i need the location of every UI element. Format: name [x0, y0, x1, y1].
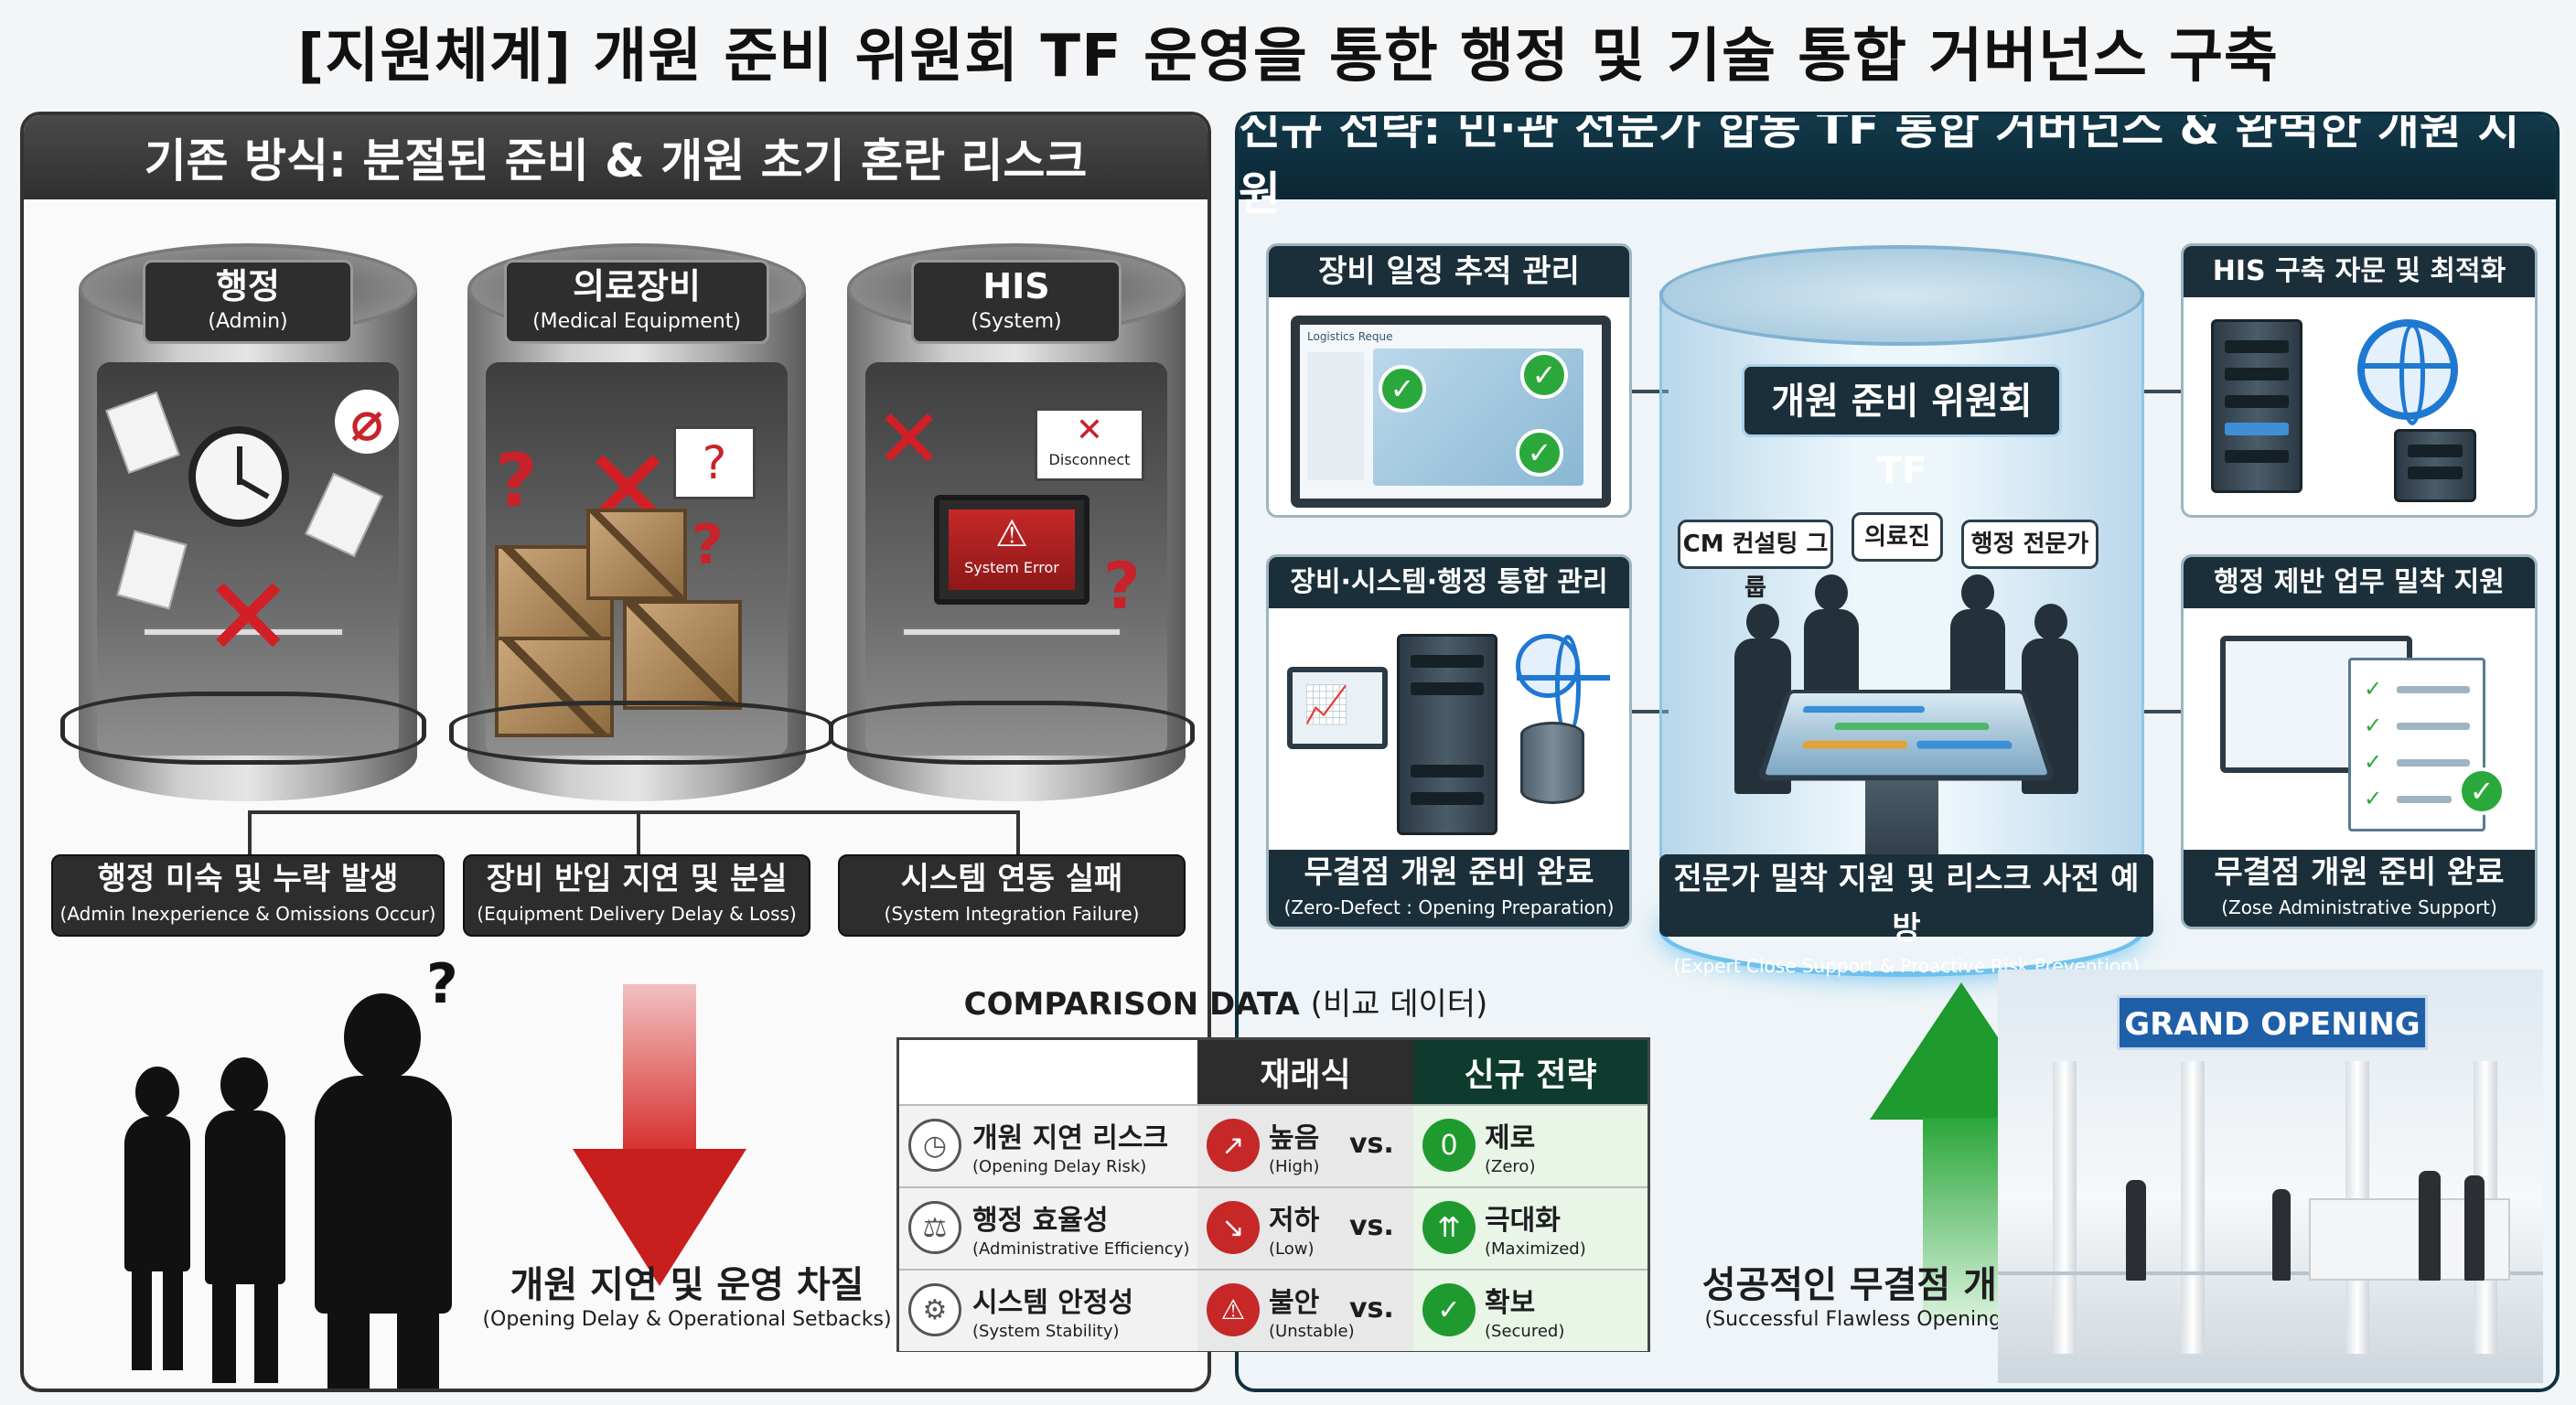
scale-icon: ⚖	[908, 1201, 961, 1254]
question-mark-icon: ?	[495, 438, 538, 523]
broken-clock-icon: ⌀	[335, 390, 399, 454]
comparison-table: 재래식 신규 전략 ◷ 개원 지연 리스크 (Opening Delay Ris…	[896, 1037, 1650, 1352]
x-mark-icon: ✕	[202, 554, 295, 681]
error-monitor: ⚠ System Error	[934, 495, 1089, 605]
rising-chart-icon: ↗	[1207, 1119, 1260, 1172]
equipment-crate	[623, 600, 742, 710]
clock-icon: ◷	[908, 1119, 961, 1172]
risk-equipment-delay: 장비 반입 지연 및 분실 (Equipment Delivery Delay …	[463, 854, 810, 937]
tf-label: 개원 준비 위원회 TF	[1742, 364, 2062, 492]
chart-monitor: 📈	[1287, 667, 1388, 749]
network-icon	[1516, 634, 1610, 737]
legacy-outcome: 개원 지연 및 운영 차질 (Opening Delay & Operation…	[482, 1264, 892, 1331]
silo-medical-equipment: 의료장비 (Medical Equipment) ? ✕ ? ?	[449, 243, 833, 829]
hospital-lobby-image: GRAND OPENING	[1998, 970, 2543, 1383]
tracking-laptop: Logistics Reque	[1291, 316, 1611, 508]
page-title: [지원체계] 개원 준비 위원회 TF 운영을 통한 행정 및 기술 통합 거버…	[297, 23, 2279, 91]
table-row: ⚖ 행정 효율성 (Administrative Efficiency) ↘ 저…	[899, 1186, 1648, 1269]
legacy-panel-header: 기존 방식: 분절된 준비 & 개원 초기 혼란 리스크	[24, 115, 1208, 199]
smart-touch-table	[1756, 689, 2056, 781]
disconnect-sign: ✕ Disconnect	[1035, 408, 1144, 481]
silo-his: HIS (System) ✕ ✕ Disconnect ⚠ System Err…	[829, 243, 1195, 829]
x-mark-icon: ✕	[875, 391, 944, 488]
table-row: ⚙ 시스템 안정성 (System Stability) ⚠ 불안 (Unsta…	[899, 1269, 1648, 1351]
silo-his-label: HIS (System)	[911, 260, 1122, 344]
zero-icon: 0	[1422, 1119, 1476, 1172]
table-row: ◷ 개원 지연 리스크 (Opening Delay Risk) ↗ 높음 (H…	[899, 1104, 1648, 1186]
new-strategy-header: 신규 전략: 민·관 전문가 합동 TF 통합 거버넌스 & 완벽한 개원 지원	[1239, 115, 2556, 220]
check-icon: ✓	[1520, 351, 1568, 399]
equipment-crate	[586, 509, 687, 600]
card-his-consulting: HIS 구축 자문 및 최적화	[2181, 243, 2538, 518]
down-arrow-icon	[573, 984, 746, 1286]
card-integrated-management: 장비·시스템·행정 통합 관리 📈 무결점 개원 준비 완료 (Zero-Def…	[1266, 554, 1632, 929]
role-admin-expert: 행정 전문가	[1961, 520, 2098, 569]
new-strategy-panel: 신규 전략: 민·관 전문가 합동 TF 통합 거버넌스 & 완벽한 개원 지원…	[1235, 112, 2560, 1392]
falling-chart-icon: ↘	[1207, 1201, 1260, 1254]
database-icon	[1520, 722, 1584, 804]
silo-medical-label: 의료장비 (Medical Equipment)	[504, 260, 769, 344]
maximize-icon: ⇈	[1422, 1201, 1476, 1254]
header-new: 신규 전략	[1413, 1040, 1648, 1104]
server-icon	[2394, 429, 2476, 502]
card-equipment-tracking: 장비 일정 추적 관리 Logistics Reque ✓ ✓ ✓	[1266, 243, 1632, 518]
warning-icon: ⚠	[1207, 1283, 1260, 1336]
clock-icon	[188, 426, 289, 527]
card-admin-support: 행정 제반 업무 밀착 지원 ✓ ✓ ✓ ✓ ✓ 무결점 개원 준비 완료 (Z…	[2181, 554, 2538, 929]
comparison-title: COMPARISON DATA (비교 데이터)	[963, 986, 1488, 1023]
warning-icon: ⚠	[995, 513, 1028, 555]
server-rack-icon	[2211, 319, 2302, 493]
header-old: 재래식	[1197, 1040, 1413, 1104]
gear-icon: ⚙	[908, 1283, 961, 1336]
silo-admin-label: 행정 (Admin)	[143, 260, 353, 344]
legacy-panel: 기존 방식: 분절된 준비 & 개원 초기 혼란 리스크 행정 (Admin) …	[20, 112, 1211, 1392]
question-mark-icon: ?	[426, 952, 458, 1016]
silo-admin: 행정 (Admin) ✕ ⌀	[60, 243, 426, 829]
risk-system-integration: 시스템 연동 실패 (System Integration Failure)	[838, 854, 1186, 937]
check-icon: ✓	[1379, 365, 1426, 413]
question-mark-icon: ?	[1103, 549, 1141, 624]
check-icon: ✓	[1516, 429, 1563, 477]
risk-admin-omissions: 행정 미숙 및 누락 발생 (Admin Inexperience & Omis…	[51, 854, 445, 937]
question-mark-icon: ?	[692, 513, 724, 577]
tf-footer: 전문가 밀착 지원 및 리스크 사전 예방 (Expert Close Supp…	[1659, 854, 2153, 977]
tf-committee-cylinder: 개원 준비 위원회 TF CM 컨설팅 그룹 의료진 행정 전문가	[1659, 245, 2144, 977]
check-icon: ✓	[2458, 767, 2506, 815]
shield-check-icon: ✓	[1422, 1283, 1476, 1336]
server-rack-icon	[1397, 634, 1497, 835]
role-cm-consulting: CM 컨설팅 그룹	[1678, 520, 1833, 602]
globe-network-icon	[2357, 319, 2458, 425]
role-medical-staff: 의료진	[1852, 512, 1943, 562]
device-question-sign: ?	[673, 426, 756, 499]
grand-opening-banner: GRAND OPENING	[2117, 995, 2428, 1050]
